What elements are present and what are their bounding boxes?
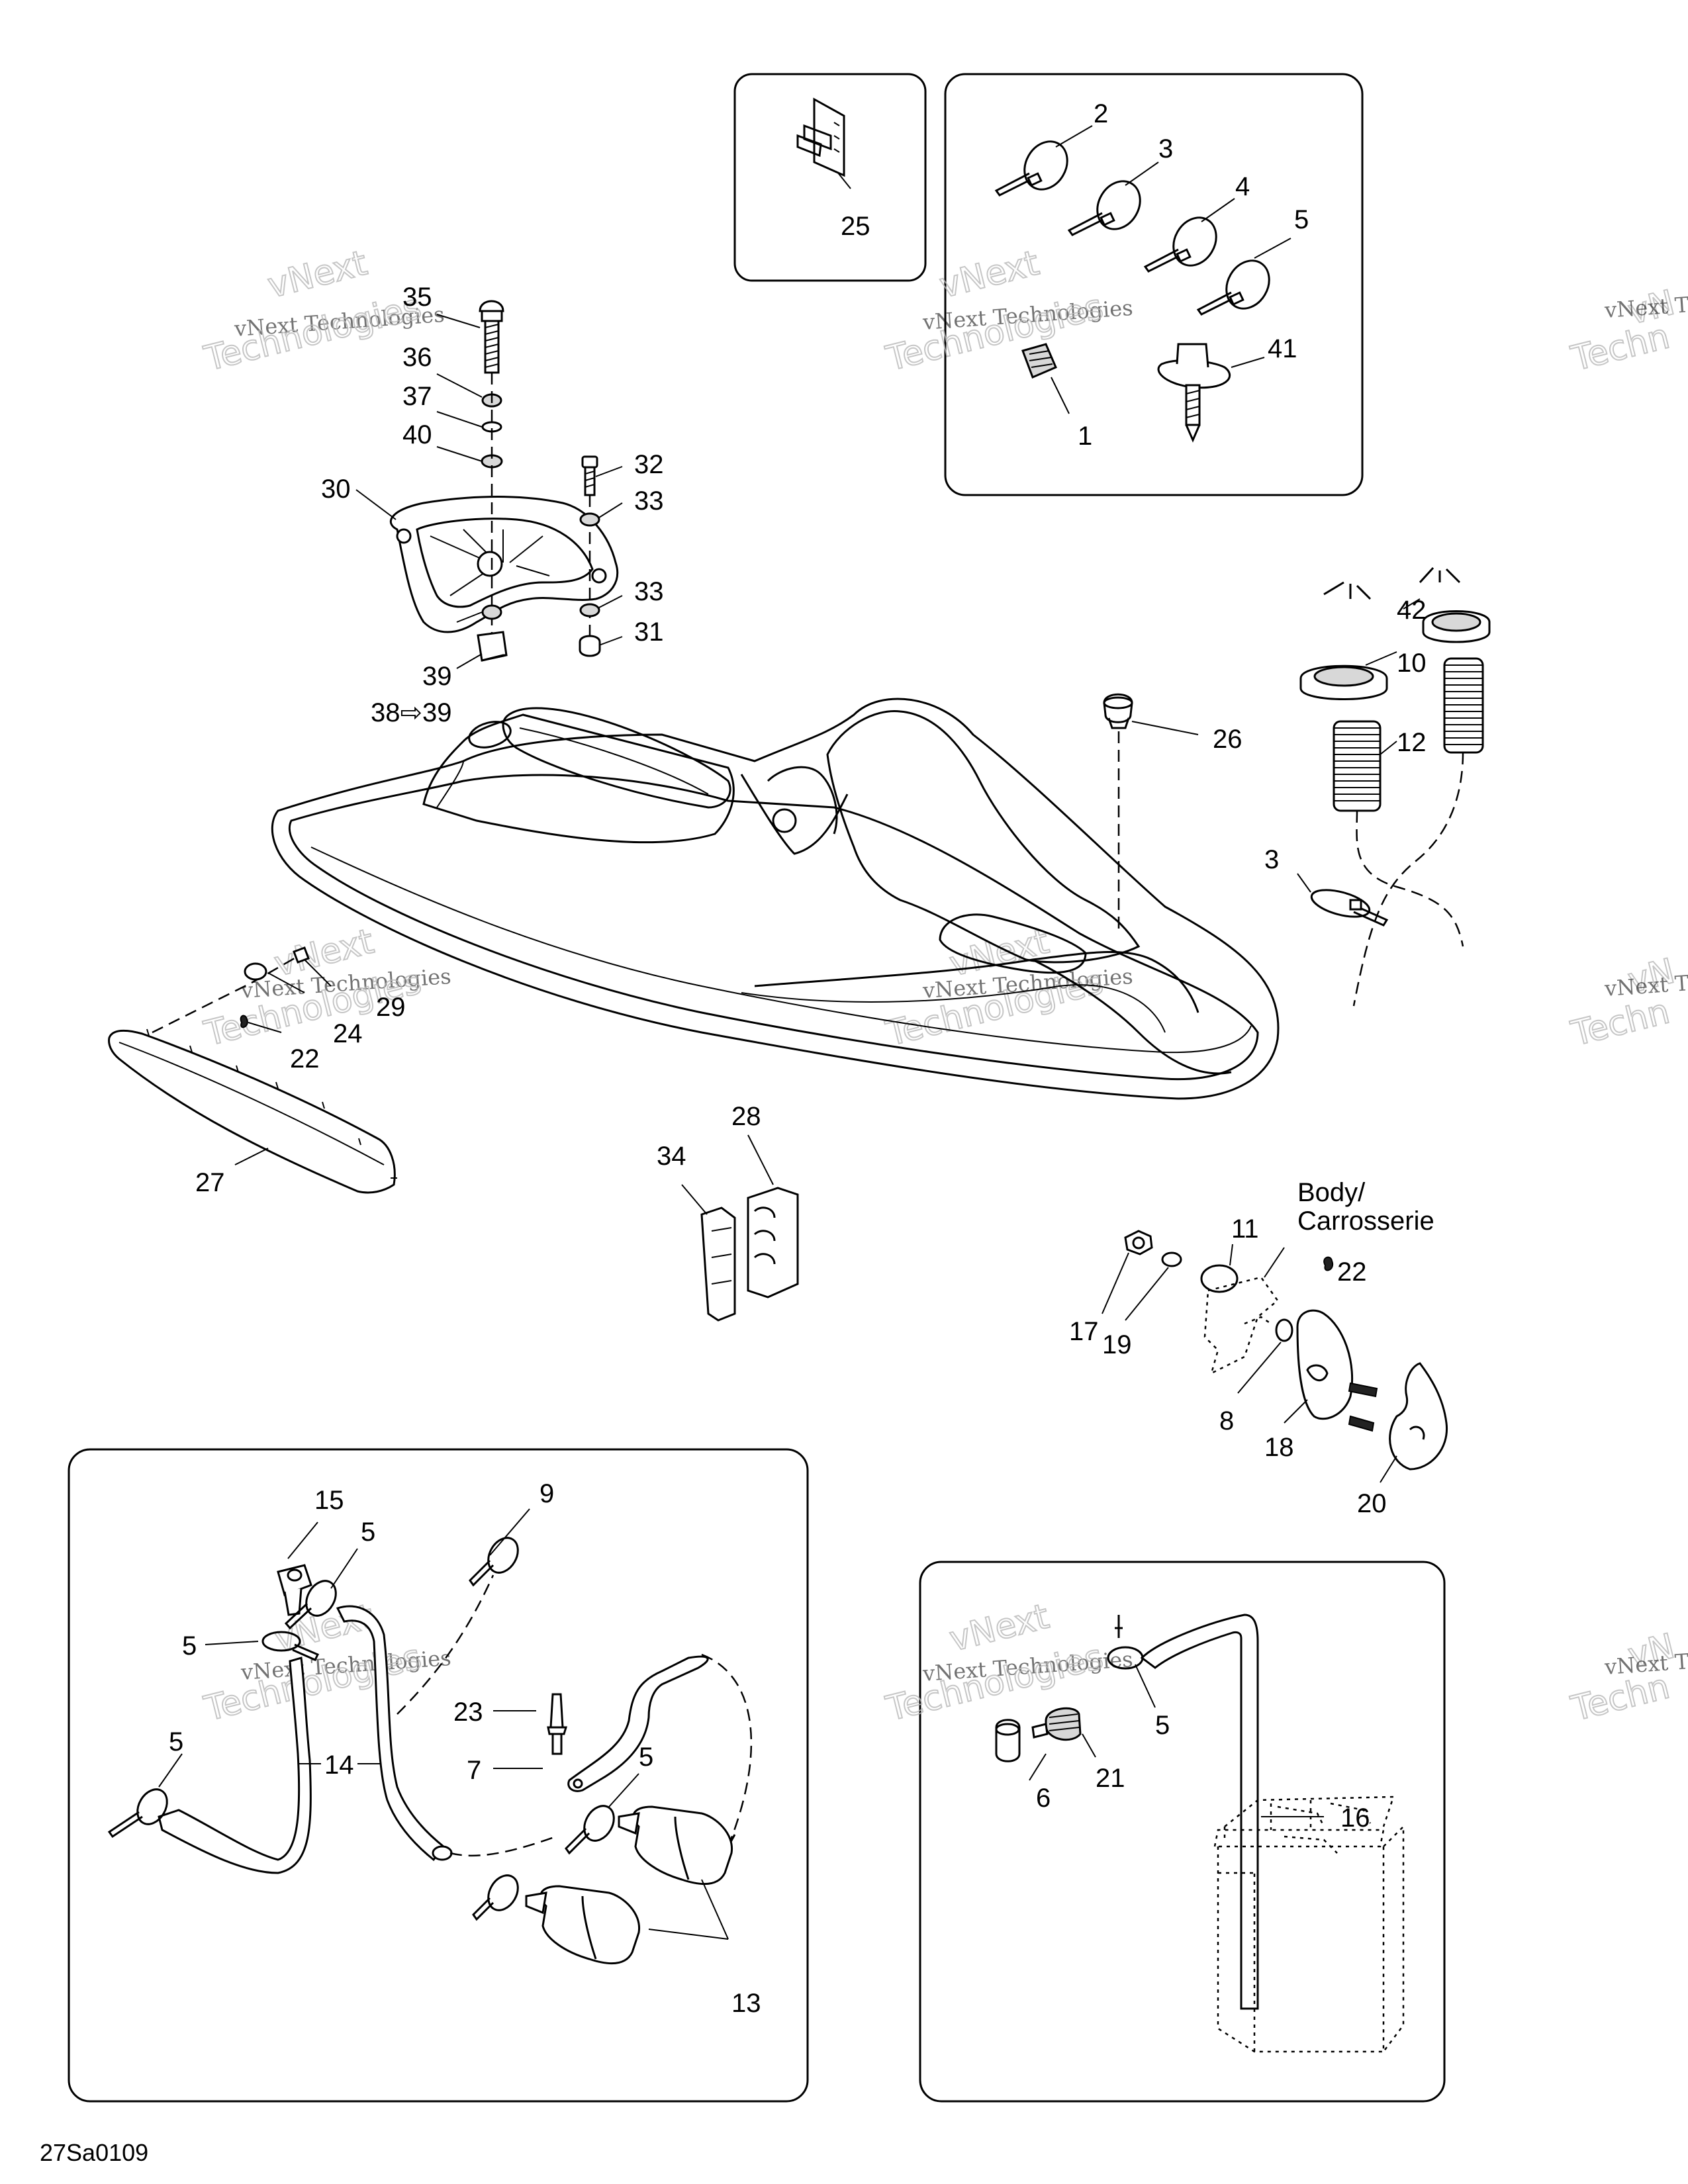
svg-text:vNext Te: vNext Te — [1603, 970, 1688, 1001]
clip-28 — [747, 1187, 799, 1298]
body-note-line1: Body/ — [1297, 1178, 1366, 1207]
callout-27: 27 — [195, 1168, 225, 1197]
callout-26: 26 — [1213, 725, 1243, 754]
callout-6: 6 — [1036, 1784, 1051, 1813]
clip-part — [796, 97, 845, 177]
callout-37: 37 — [402, 382, 432, 411]
grommet — [1103, 693, 1133, 930]
callout-17: 17 — [1069, 1317, 1099, 1346]
diagram-code: 27Sa0109 — [40, 2139, 148, 2166]
callout-5: 5 — [1294, 205, 1309, 234]
callout-11: 11 — [1231, 1214, 1259, 1244]
callout-35: 35 — [402, 283, 432, 312]
callout-33: 33 — [634, 486, 664, 516]
bolt-stack — [477, 300, 508, 662]
callout-3: 3 — [1158, 134, 1173, 163]
callout-15: 15 — [314, 1486, 344, 1515]
vent-caps — [1299, 567, 1491, 700]
callout-9: 9 — [539, 1479, 554, 1508]
callout-29: 29 — [376, 993, 406, 1022]
inset-frame-ties — [944, 73, 1364, 496]
cable-ties — [994, 140, 1270, 316]
callout-42: 42 — [1397, 596, 1427, 625]
svg-text:vNext: vNext — [946, 1597, 1053, 1660]
rivet — [547, 1693, 568, 1755]
vent-tie — [1310, 889, 1389, 927]
callout-5f: 5 — [1155, 1711, 1170, 1740]
callout-30: 30 — [321, 475, 351, 504]
callout-7: 7 — [467, 1756, 481, 1785]
clip-34 — [700, 1206, 736, 1322]
callout-14: 14 — [324, 1751, 354, 1780]
callout-33b: 33 — [634, 577, 664, 606]
callout-5b: 5 — [361, 1518, 375, 1547]
vent-hose-assembly — [107, 1537, 752, 1921]
callout-5e: 5 — [639, 1743, 653, 1772]
watercraft-body — [271, 698, 1280, 1100]
callout-5c: 5 — [182, 1631, 197, 1661]
svg-text:vNext Te: vNext Te — [1603, 1648, 1688, 1680]
callout-23: 23 — [453, 1698, 483, 1727]
body-hardware — [1124, 1230, 1448, 1471]
callout-13: 13 — [731, 1989, 761, 2018]
callout-28: 28 — [731, 1102, 761, 1131]
battery-vent-assembly — [995, 1614, 1405, 2053]
svg-text:vNext: vNext — [936, 244, 1043, 306]
vent-containers — [525, 1805, 733, 1965]
callout-22: 22 — [290, 1044, 320, 1073]
svg-text:Techn: Techn — [1568, 991, 1673, 1054]
callout-4: 4 — [1235, 172, 1250, 201]
rub-strip — [108, 946, 397, 1194]
body-note-line2: Carrosserie — [1297, 1206, 1434, 1236]
square-nut — [1021, 343, 1057, 379]
callout-41: 41 — [1268, 334, 1297, 363]
svg-text:vNext: vNext — [264, 244, 371, 306]
callout-31: 31 — [634, 617, 664, 647]
callout-20: 20 — [1357, 1489, 1387, 1518]
callout-16: 16 — [1340, 1803, 1370, 1833]
callout-18: 18 — [1264, 1433, 1294, 1462]
push-screw — [1157, 343, 1231, 443]
svg-text:vNext Te: vNext Te — [1603, 291, 1688, 323]
callout-32: 32 — [634, 450, 664, 479]
callout-40: 40 — [402, 420, 432, 449]
callout-34: 34 — [657, 1142, 686, 1171]
callout-3b: 3 — [1264, 845, 1279, 874]
inset-frame-vent — [68, 1448, 809, 2103]
svg-text:Techn: Techn — [1568, 316, 1673, 379]
inset-frame-clip — [733, 73, 927, 282]
watermark: vNext vNext Technologies Technologies vN… — [200, 243, 1688, 1730]
callout-19: 19 — [1102, 1330, 1132, 1359]
inset-frame-battery — [919, 1561, 1446, 2103]
callout-38: 38⇨39 — [371, 698, 452, 727]
callout-12: 12 — [1397, 728, 1427, 757]
callout-8: 8 — [1219, 1406, 1234, 1435]
svg-text:Technologies: Technologies — [201, 287, 426, 379]
callout-36: 36 — [402, 343, 432, 372]
right-bolt-stack — [579, 455, 601, 657]
grab-handle-assembly — [389, 496, 619, 633]
callout-22-body: 22 — [1337, 1257, 1367, 1287]
vent-bellows — [1333, 657, 1484, 1007]
callout-24: 24 — [333, 1019, 363, 1048]
callout-39: 39 — [422, 662, 452, 691]
bracket — [567, 1655, 709, 1792]
callout-5d: 5 — [169, 1727, 183, 1756]
svg-text:Technologies: Technologies — [882, 287, 1107, 379]
callout-25: 25 — [841, 212, 870, 241]
callout-21: 21 — [1096, 1764, 1125, 1793]
callout-10: 10 — [1397, 649, 1427, 678]
callout-1: 1 — [1078, 422, 1092, 451]
callout-labels: 1 2 3 4 5 41 25 35 36 37 40 30 32 33 33 … — [40, 99, 1434, 2166]
leader-lines — [158, 125, 1421, 1940]
callout-2: 2 — [1094, 99, 1108, 128]
